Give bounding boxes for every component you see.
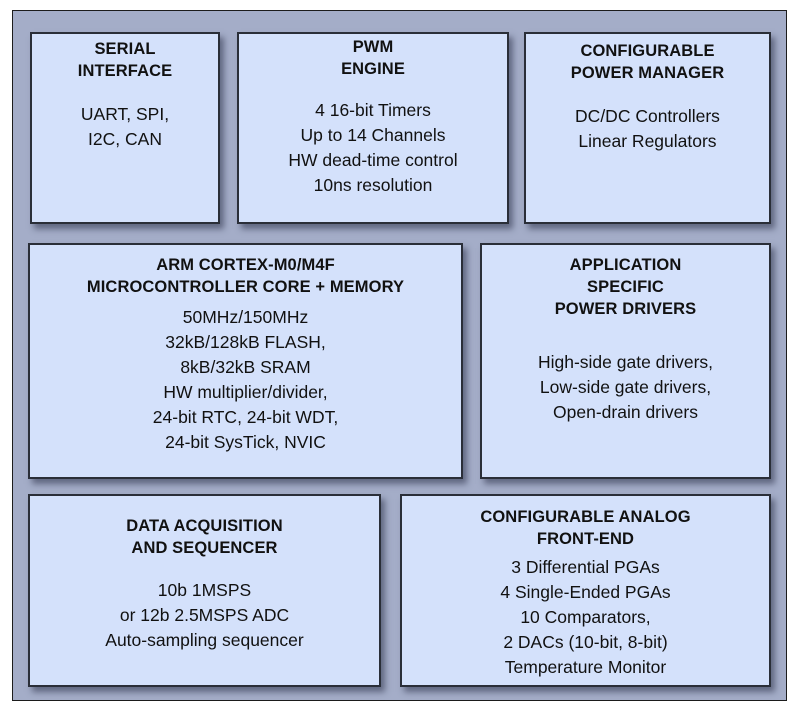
mcu-core-title: ARM CORTEX-M0/M4F MICROCONTROLLER CORE +… bbox=[86, 256, 405, 296]
power-drivers-title: APPLICATION SPECIFIC POWER DRIVERS bbox=[554, 256, 697, 318]
pwm-engine-features: 4 16-bit Timers Up to 14 Channels HW dea… bbox=[288, 100, 458, 195]
power-drivers-features: High-side gate drivers, Low-side gate dr… bbox=[537, 352, 714, 422]
power-drivers-block: APPLICATION SPECIFIC POWER DRIVERS High-… bbox=[480, 243, 771, 479]
power-manager-features: DC/DC Controllers Linear Regulators bbox=[575, 106, 720, 151]
pwm-engine-block: PWM ENGINE 4 16-bit Timers Up to 14 Chan… bbox=[237, 32, 509, 224]
pwm-engine-title: PWM ENGINE bbox=[341, 38, 405, 78]
analog-front-end-features: 3 Differential PGAs 4 Single-Ended PGAs … bbox=[500, 557, 671, 677]
data-acquisition-block: DATA ACQUISITION AND SEQUENCER 10b 1MSPS… bbox=[28, 494, 381, 687]
power-manager-block: CONFIGURABLE POWER MANAGER DC/DC Control… bbox=[524, 32, 771, 224]
serial-interface-features: UART, SPI, I2C, CAN bbox=[80, 104, 170, 149]
serial-interface-block: SERIAL INTERFACE UART, SPI, I2C, CAN bbox=[30, 32, 220, 224]
mcu-core-block: ARM CORTEX-M0/M4F MICROCONTROLLER CORE +… bbox=[28, 243, 463, 479]
data-acquisition-title: DATA ACQUISITION AND SEQUENCER bbox=[126, 517, 283, 557]
serial-interface-title: SERIAL INTERFACE bbox=[77, 40, 173, 80]
power-manager-title: CONFIGURABLE POWER MANAGER bbox=[570, 42, 725, 82]
data-acquisition-features: 10b 1MSPS or 12b 2.5MSPS ADC Auto-sampli… bbox=[105, 580, 304, 650]
analog-front-end-block: CONFIGURABLE ANALOG FRONT-END 3 Differen… bbox=[400, 494, 771, 687]
analog-front-end-title: CONFIGURABLE ANALOG FRONT-END bbox=[480, 508, 691, 548]
mcu-core-features: 50MHz/150MHz 32kB/128kB FLASH, 8kB/32kB … bbox=[152, 307, 339, 452]
